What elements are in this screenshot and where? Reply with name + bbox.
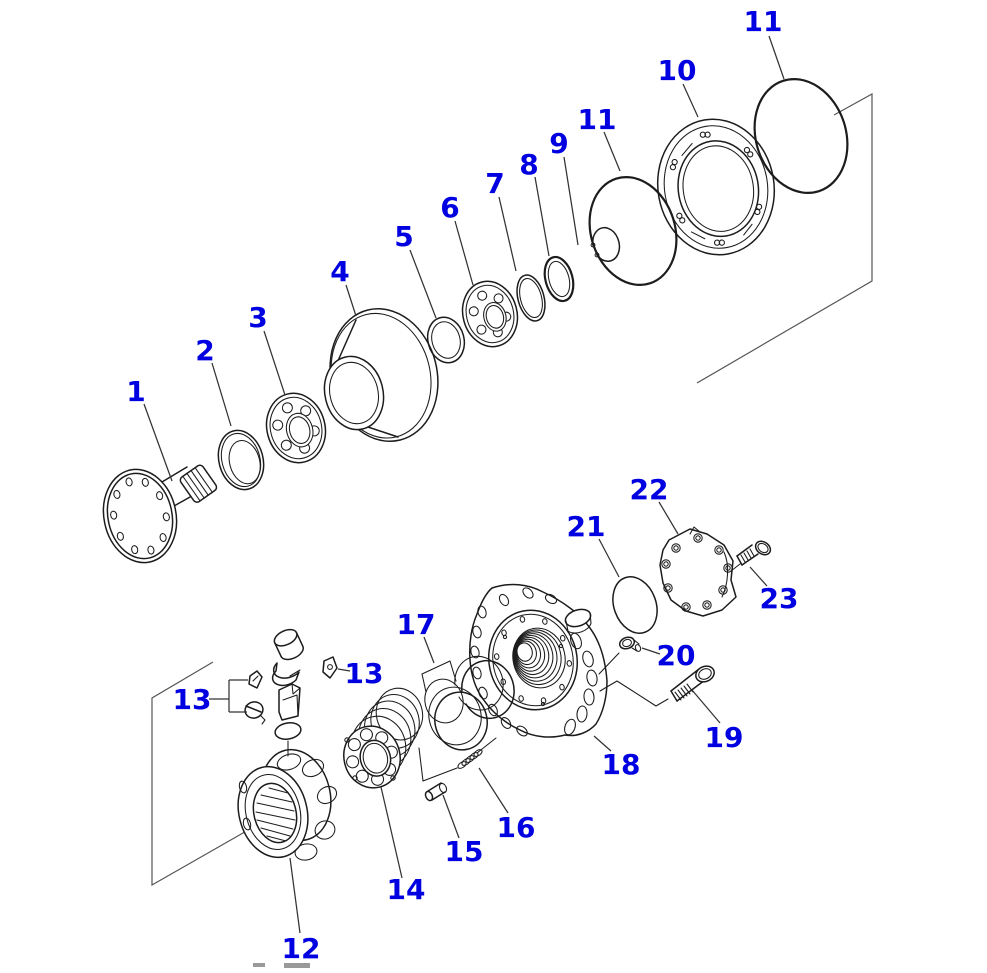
part-8-ring	[543, 255, 575, 303]
callout-12: 12	[282, 932, 321, 965]
callout-13b: 13	[345, 657, 384, 690]
callout-11a: 11	[744, 5, 783, 38]
callout-3: 3	[248, 301, 267, 334]
part-15-pin	[424, 782, 448, 802]
callout-11b: 11	[578, 103, 617, 136]
part-18-housing	[469, 583, 608, 738]
leader-3	[263, 330, 286, 396]
leader-21	[598, 538, 620, 578]
part-12-lock-nut	[237, 748, 338, 861]
leader-10	[682, 83, 699, 118]
part-7-ring	[516, 274, 546, 322]
spline-hatch	[255, 787, 296, 842]
leader-7	[498, 196, 517, 272]
leader-11b	[603, 131, 621, 172]
callout-2: 2	[195, 334, 214, 367]
callout-21: 21	[567, 510, 606, 543]
part-13-screw	[244, 701, 266, 725]
leader-5	[409, 249, 437, 319]
part-6-bearing	[461, 280, 519, 348]
leader-6	[454, 220, 474, 286]
part-3-bearing	[265, 392, 327, 464]
callout-5: 5	[394, 220, 413, 253]
callout-4: 4	[330, 255, 349, 288]
callout-layer: 1234567891011111213131415161718192021222…	[126, 5, 798, 965]
callout-13a: 13	[173, 683, 212, 716]
part-17-seal-rings	[421, 655, 515, 751]
leader-15	[442, 794, 460, 839]
perspective-plane-bottom-left	[151, 661, 251, 887]
part-20-plug	[618, 636, 642, 652]
leader-4	[345, 284, 357, 317]
leader-22	[658, 501, 679, 535]
callout-6: 6	[440, 191, 459, 224]
leader-17	[423, 636, 435, 664]
part-11-oring-left	[588, 176, 678, 286]
leader-1	[143, 403, 173, 482]
callout-15: 15	[445, 835, 484, 868]
callout-16: 16	[497, 811, 536, 844]
part-1-flanged-shaft	[102, 464, 218, 564]
callout-8: 8	[519, 148, 538, 181]
housing-bore-coil	[512, 627, 566, 689]
part-5-ring	[426, 316, 466, 364]
part-13-clip-right	[322, 656, 338, 679]
callout-17: 17	[397, 608, 436, 641]
leader-18	[593, 735, 612, 752]
callout-14: 14	[387, 873, 426, 906]
leader-9	[563, 156, 579, 246]
part-23-bolt	[736, 540, 772, 566]
leader-12	[289, 857, 301, 934]
leader-layer	[143, 35, 785, 934]
callout-1: 1	[126, 375, 145, 408]
leader-23	[749, 566, 768, 587]
callout-23: 23	[760, 582, 799, 615]
part-13-tab	[248, 670, 263, 689]
callout-20: 20	[657, 639, 696, 672]
housing-boss	[564, 608, 592, 634]
assembly-connector-lines	[418, 563, 741, 782]
part-13-cylinder	[273, 628, 304, 661]
part-13-small-parts	[244, 628, 338, 757]
callout-10: 10	[658, 54, 697, 87]
part-4-hub	[323, 307, 439, 443]
part-9-snap-ring	[590, 226, 621, 262]
leader-13b	[337, 668, 351, 672]
callout-19: 19	[705, 721, 744, 754]
part-16-spring	[457, 749, 483, 769]
part-21-oring	[612, 576, 658, 634]
part-22-cover-plate	[659, 526, 737, 617]
callout-22: 22	[630, 473, 669, 506]
perspective-plane-top-right	[696, 92, 873, 384]
cropped-label-fragment	[253, 963, 310, 968]
part-13-oring	[274, 722, 302, 740]
callout-9: 9	[549, 127, 568, 160]
leader-11a	[768, 35, 785, 80]
part-13-half-shell	[271, 662, 301, 687]
leader-2	[211, 362, 232, 427]
part-14-bearing	[343, 687, 424, 789]
callout-18: 18	[602, 748, 641, 781]
leader-14	[380, 786, 403, 879]
part-11-oring-right	[753, 78, 849, 194]
leader-19	[691, 689, 721, 724]
leader-20	[641, 647, 661, 655]
part-13-wedge	[278, 683, 301, 721]
part-10-bearing-cage	[656, 118, 776, 256]
part-2-seal-ring	[217, 429, 265, 491]
part-17-panel	[421, 660, 457, 682]
part-19-bolt	[670, 665, 715, 702]
cover-plate-holes	[661, 533, 733, 612]
callout-7: 7	[485, 167, 504, 200]
leader-16	[478, 767, 509, 814]
leader-8	[534, 176, 550, 257]
